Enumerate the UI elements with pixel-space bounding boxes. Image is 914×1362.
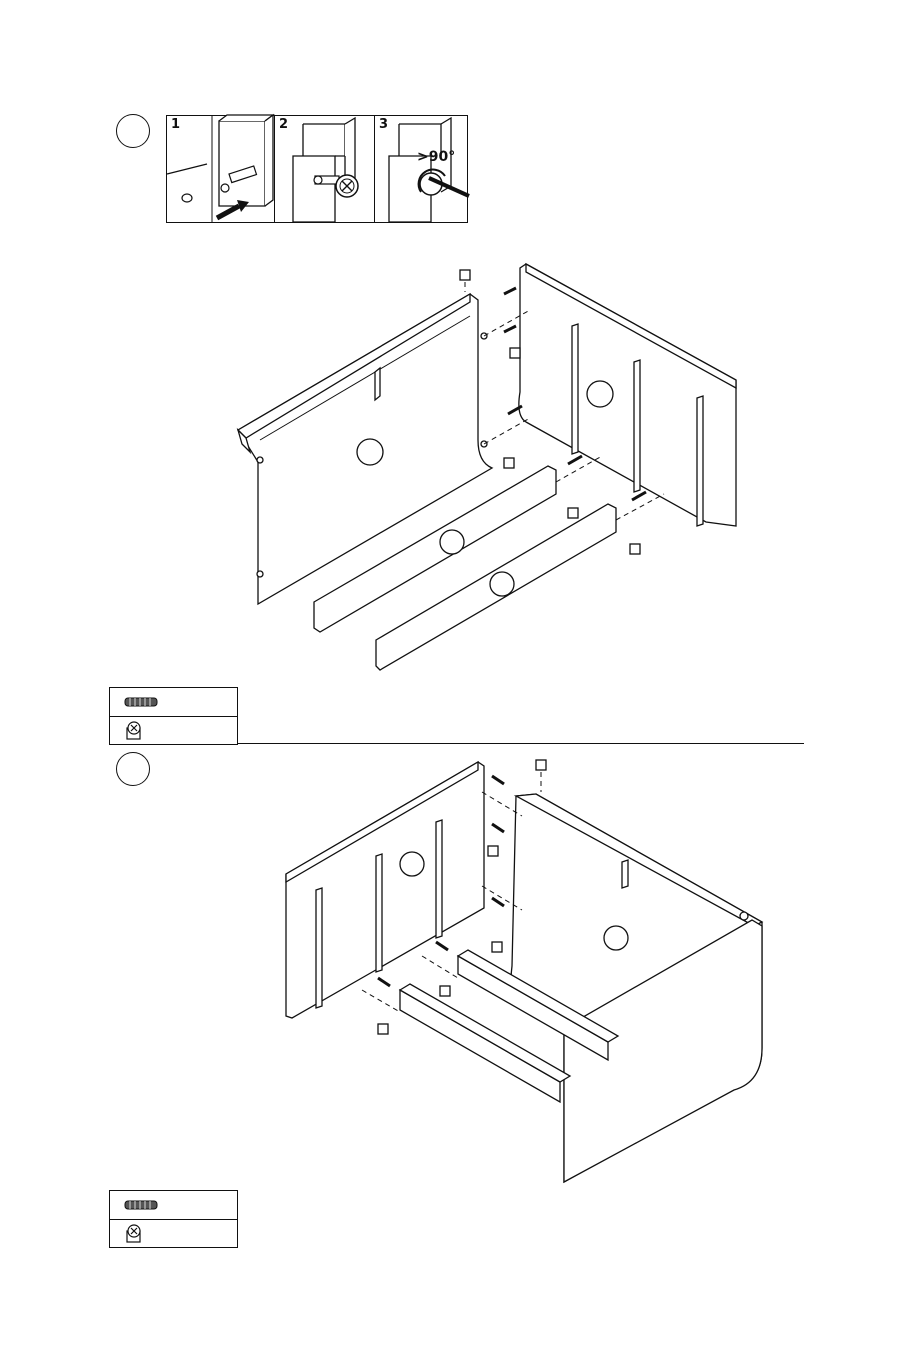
step-number-circle-1 (116, 114, 150, 148)
cam-engage-illustration (275, 116, 375, 222)
cam-insert-illustration (167, 116, 275, 222)
rotation-angle-label: >90° (417, 149, 455, 165)
cam-substep-1: 1 (167, 116, 275, 222)
hardware-row-cam (110, 716, 237, 744)
hardware-table-step-2 (109, 1190, 238, 1248)
left-side-panel (286, 762, 484, 1018)
dowel-icon (124, 696, 160, 708)
carcass-exploded-diagram (282, 756, 768, 1184)
cam-substep-2: 2 (275, 116, 375, 222)
hardware-table-step-1 (109, 687, 238, 745)
cam-substep-3: 3 >90° (375, 116, 469, 222)
cam-lock-icon (124, 1224, 144, 1244)
step-number-circle-2 (116, 752, 150, 786)
left-side-panel (238, 294, 492, 604)
cam-lock-instruction-panel: 1 2 3 >90° (166, 115, 468, 223)
substep-number: 3 (379, 117, 388, 132)
hardware-row-dowel (110, 688, 237, 716)
substep-number: 2 (279, 117, 288, 132)
cam-lock-icon (124, 721, 144, 741)
substep-number: 1 (171, 117, 180, 132)
side-panel-exploded-diagram (230, 262, 760, 672)
hardware-row-dowel (110, 1191, 237, 1219)
step-divider (237, 743, 804, 744)
dowel-icon (124, 1199, 160, 1211)
cam-tighten-illustration (375, 116, 469, 222)
hardware-row-cam (110, 1219, 237, 1247)
